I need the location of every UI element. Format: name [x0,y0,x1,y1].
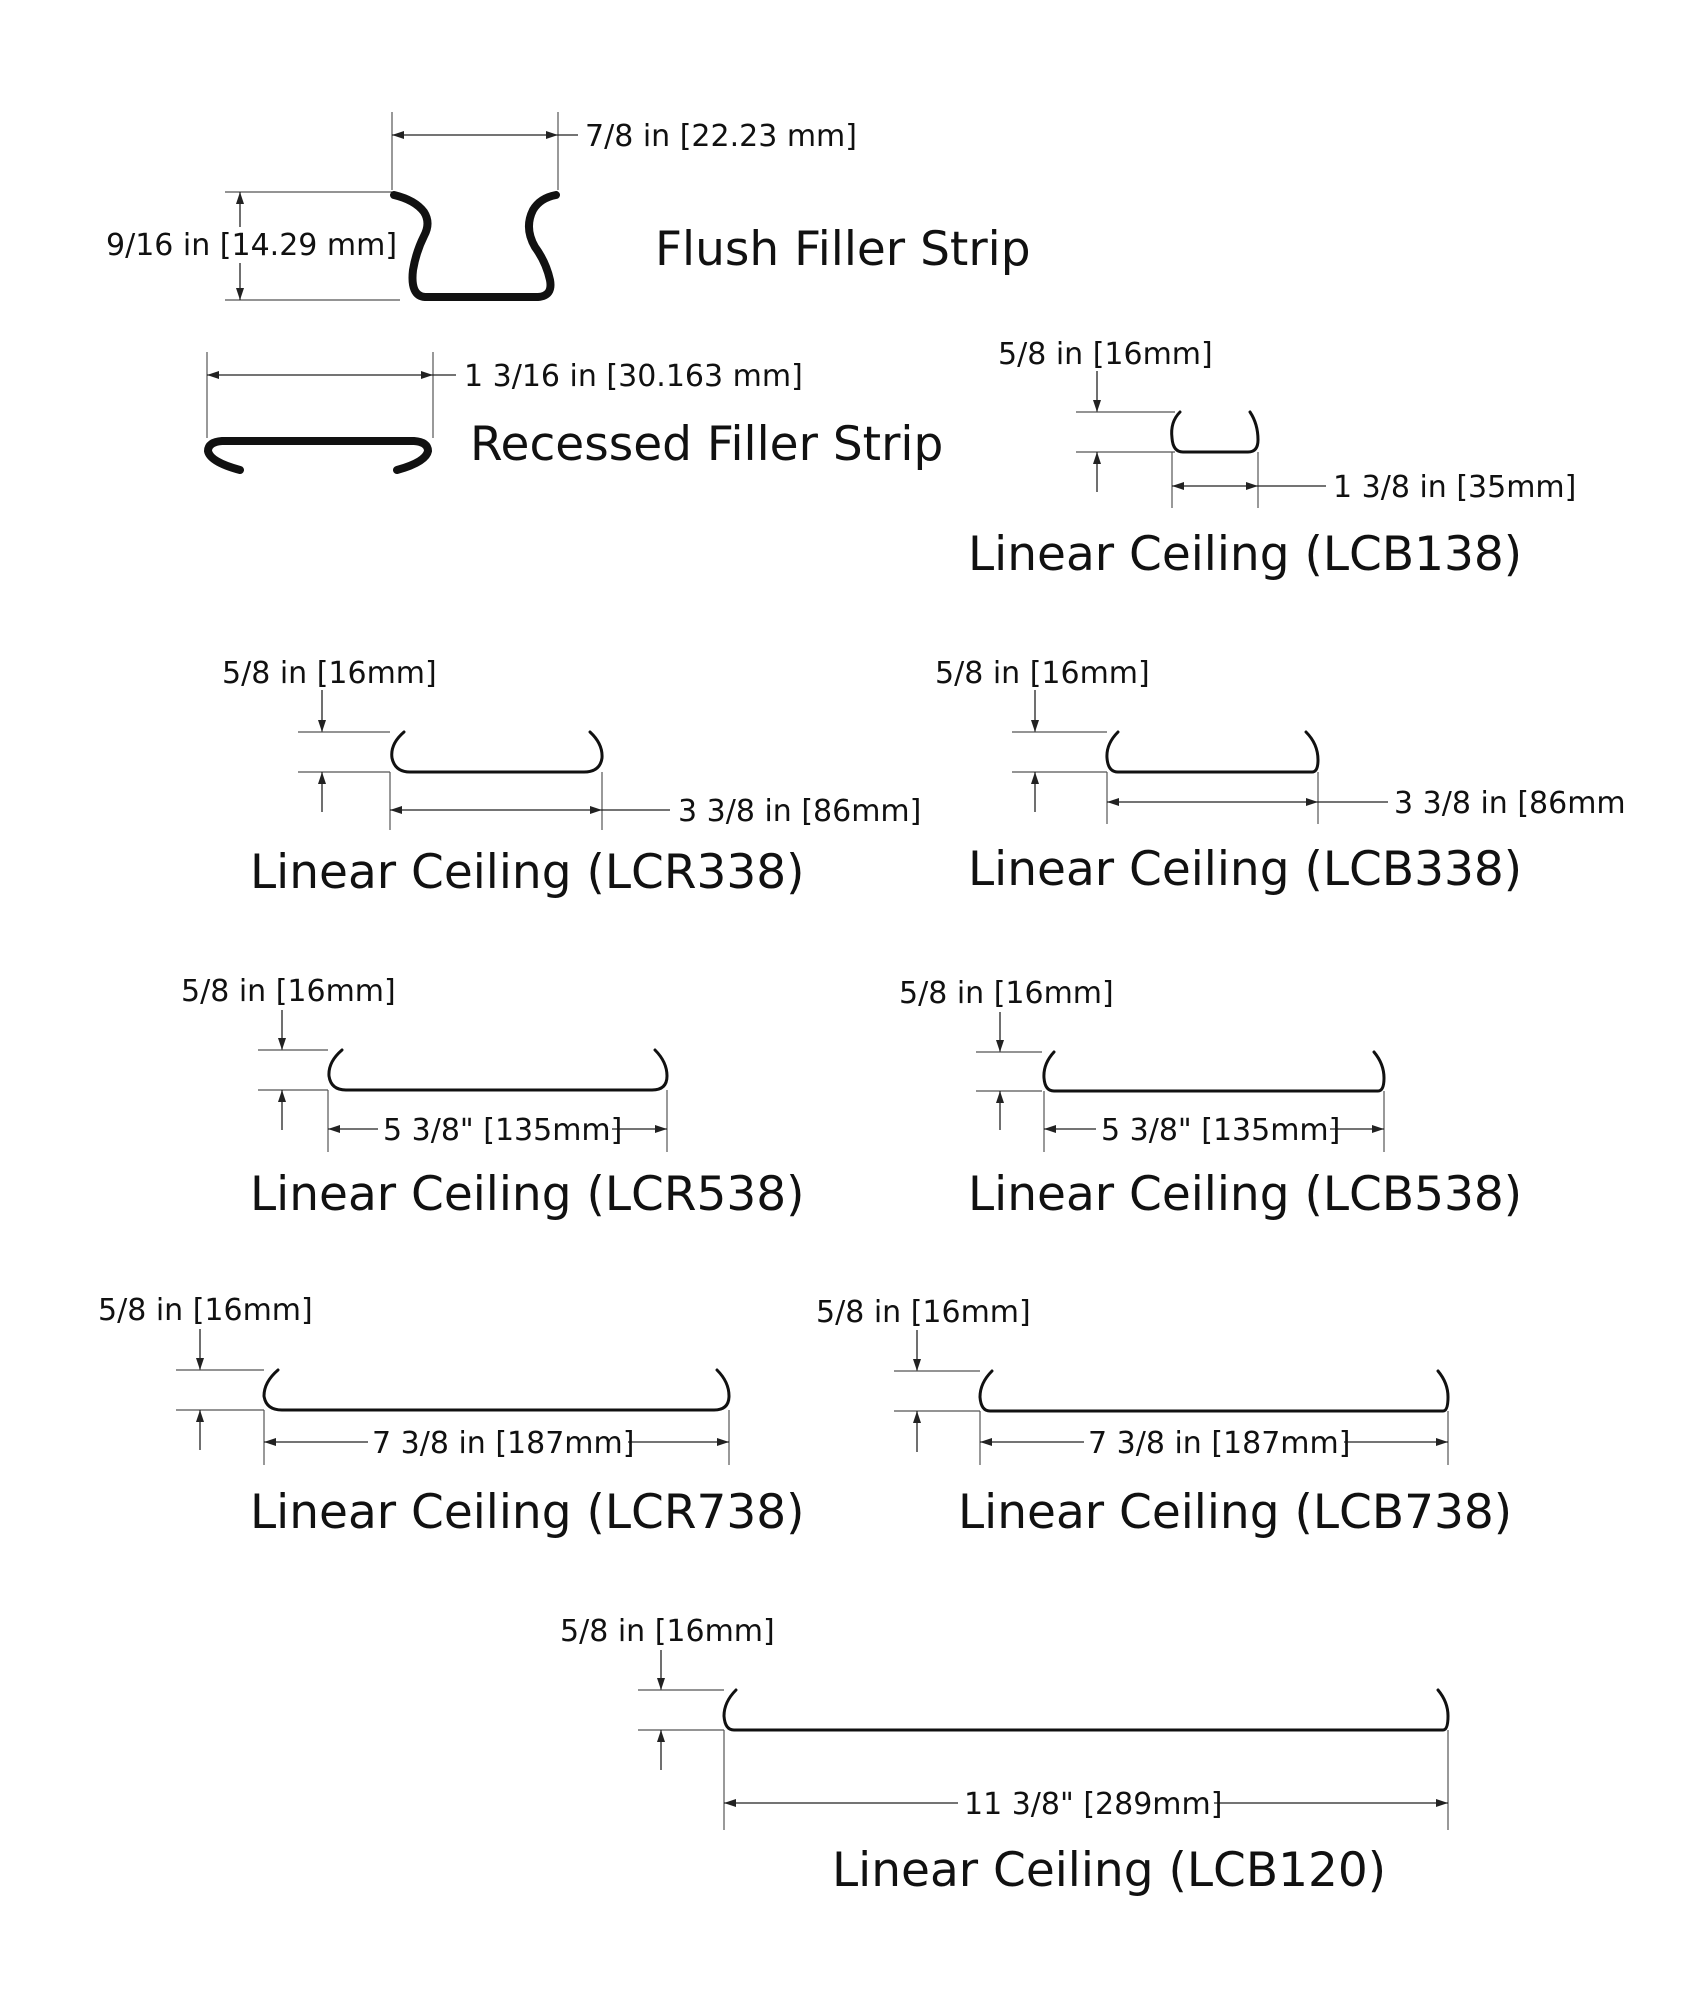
lcr538-profile-group: 5/8 in [16mm] 5 3/8" [135mm] Linear Ceil… [181,974,805,1222]
lcb338-width-label: 3 3/8 in [86mm [1394,786,1626,821]
flush-width-label: 7/8 in [22.23 mm] [585,119,857,154]
lcb738-profile [978,1369,1450,1413]
lcr538-title: Linear Ceiling (LCR538) [250,1167,805,1222]
lcb120-width-label: 11 3/8" [289mm] [964,1787,1222,1822]
lcb138-height-label: 5/8 in [16mm] [998,337,1213,372]
lcb138-title: Linear Ceiling (LCB138) [968,527,1522,582]
lcb538-width-label: 5 3/8" [135mm] [1101,1113,1340,1148]
lcb538-profile [1042,1050,1386,1093]
lcr538-height-label: 5/8 in [16mm] [181,974,396,1009]
lcb538-title: Linear Ceiling (LCB538) [968,1167,1522,1222]
lcb120-profile [722,1688,1450,1732]
lcb338-title: Linear Ceiling (LCB338) [968,842,1522,897]
lcb338-profile [1105,730,1320,774]
lcb738-height-label: 5/8 in [16mm] [816,1295,1031,1330]
lcr338-title: Linear Ceiling (LCR338) [250,845,805,900]
recessed-filler-strip-profile [204,437,432,474]
lcr338-profile [390,730,604,774]
lcr738-profile [262,1368,731,1412]
lcb120-title: Linear Ceiling (LCB120) [832,1843,1386,1898]
lcb120-profile-group: 5/8 in [16mm] 11 3/8" [289mm] Linear Cei… [560,1614,1450,1898]
lcr738-width-label: 7 3/8 in [187mm] [372,1426,634,1461]
lcb538-height-label: 5/8 in [16mm] [899,976,1114,1011]
lcr738-title: Linear Ceiling (LCR738) [250,1485,805,1540]
lcr338-height-label: 5/8 in [16mm] [222,656,437,691]
flush-filler-strip-title: Flush Filler Strip [655,222,1031,277]
lcb738-width-label: 7 3/8 in [187mm] [1088,1426,1350,1461]
lcb338-profile-group: 5/8 in [16mm] 3 3/8 in [86mm Linear Ceil… [935,656,1626,897]
lcb138-width-label: 1 3/8 in [35mm] [1333,470,1576,505]
recessed-width-label: 1 3/16 in [30.163 mm] [464,359,803,394]
lcb738-title: Linear Ceiling (LCB738) [958,1485,1512,1540]
lcb338-height-label: 5/8 in [16mm] [935,656,1150,691]
flush-filler-strip-profile [390,191,560,301]
lcb538-profile-group: 5/8 in [16mm] 5 3/8" [135mm] Linear Ceil… [899,976,1522,1222]
lcb138-profile [1170,410,1260,454]
lcr338-width-label: 3 3/8 in [86mm] [678,794,921,829]
lcr738-height-label: 5/8 in [16mm] [98,1293,313,1328]
recessed-filler-strip: 1 3/16 in [30.163 mm] Recessed Filler St… [204,352,943,474]
lcr338-profile-group: 5/8 in [16mm] 3 3/8 in [86mm] Linear Cei… [222,656,921,900]
lcb738-profile-group: 5/8 in [16mm] 7 3/8 in [187mm] Linear Ce… [816,1295,1512,1540]
lcb120-height-label: 5/8 in [16mm] [560,1614,775,1649]
lcr738-profile-group: 5/8 in [16mm] 7 3/8 in [187mm] Linear Ce… [98,1293,805,1540]
lcb138-profile-group: 5/8 in [16mm] 1 3/8 in [35mm] Linear Cei… [968,337,1576,582]
flush-filler-strip: 7/8 in [22.23 mm] 9/16 in [14.29 mm] Flu… [104,112,1031,301]
lcr538-profile [327,1048,669,1092]
flush-height-label: 9/16 in [14.29 mm] [106,228,397,263]
recessed-filler-strip-title: Recessed Filler Strip [470,417,943,472]
lcr538-width-label: 5 3/8" [135mm] [383,1113,622,1148]
